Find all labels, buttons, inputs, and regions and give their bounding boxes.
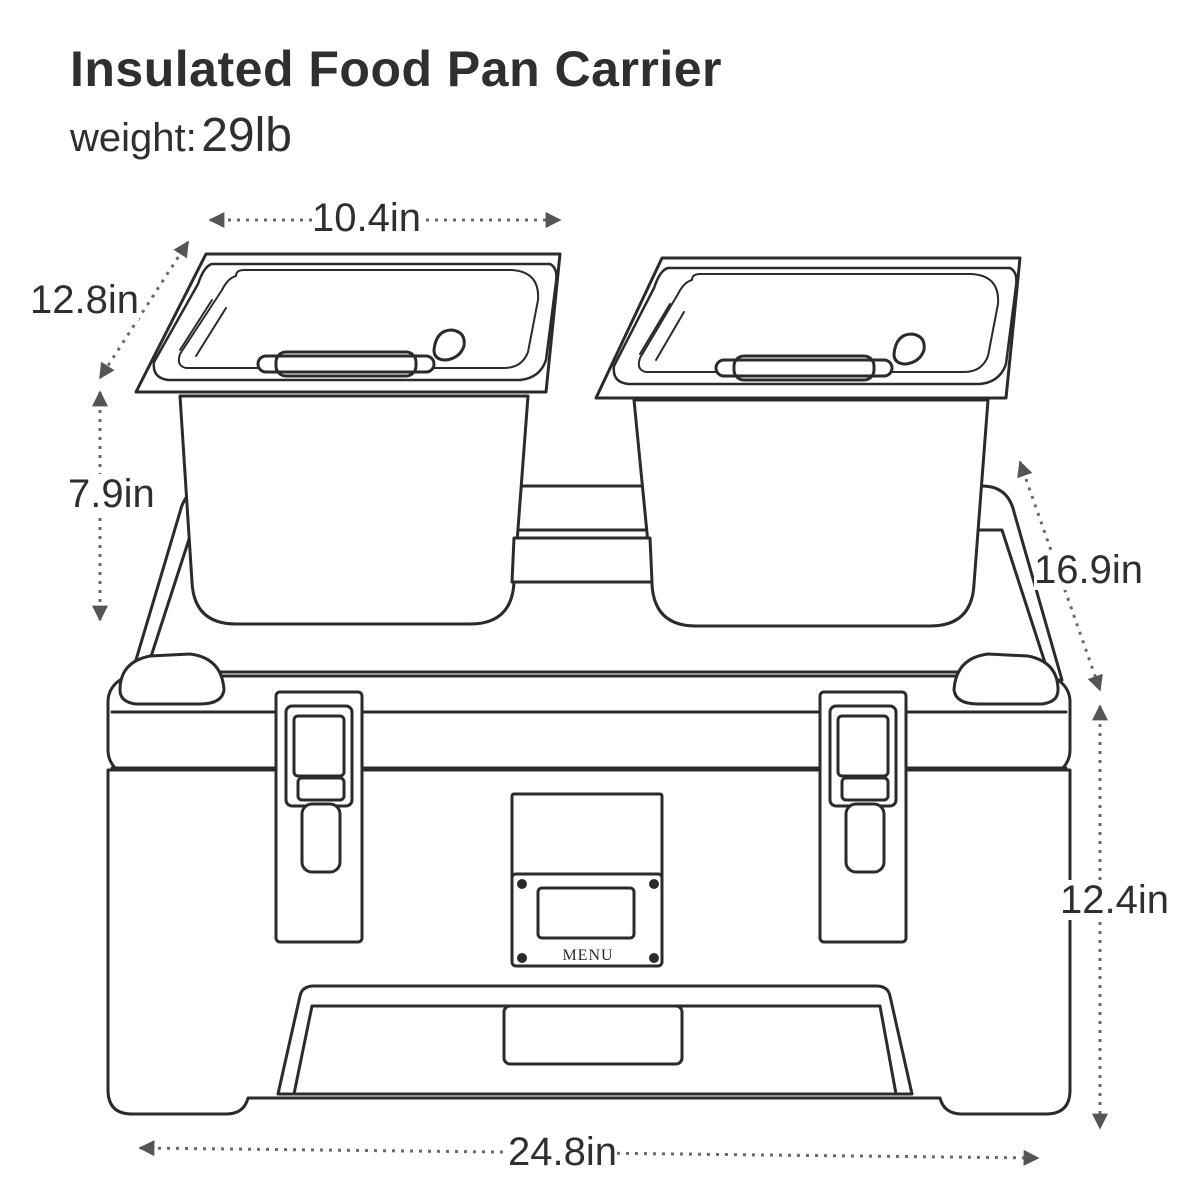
pan-height-label: 7.9in — [68, 472, 155, 516]
pan-width-label: 10.4in — [312, 196, 421, 240]
latch-right[interactable] — [818, 690, 908, 944]
page-title: Insulated Food Pan Carrier — [70, 41, 723, 97]
center-divider — [510, 536, 654, 584]
dimension-lines — [92, 212, 1108, 1166]
carrier-width-label: 24.8in — [508, 1130, 617, 1174]
latch-left[interactable] — [274, 690, 364, 944]
base-handle-plate — [502, 1004, 684, 1066]
pan-depth-label: 12.8in — [30, 278, 139, 322]
carrier-width-dimension-line — [138, 1140, 1040, 1166]
food-pan-left — [134, 252, 562, 626]
display-screen — [536, 886, 636, 940]
weight-info: weight: 29lb — [70, 108, 292, 163]
carrier-height-label: 12.4in — [1060, 878, 1169, 922]
food-pan-right — [594, 256, 1022, 628]
pan-handle-right — [714, 358, 894, 378]
carrier-depth-label: 16.9in — [1034, 548, 1143, 592]
control-panel — [510, 872, 664, 968]
pan-handle-left — [256, 354, 436, 374]
menu-label: MENU — [562, 947, 613, 964]
weight-label: weight: — [70, 116, 197, 160]
weight-value: 29lb — [201, 109, 292, 162]
